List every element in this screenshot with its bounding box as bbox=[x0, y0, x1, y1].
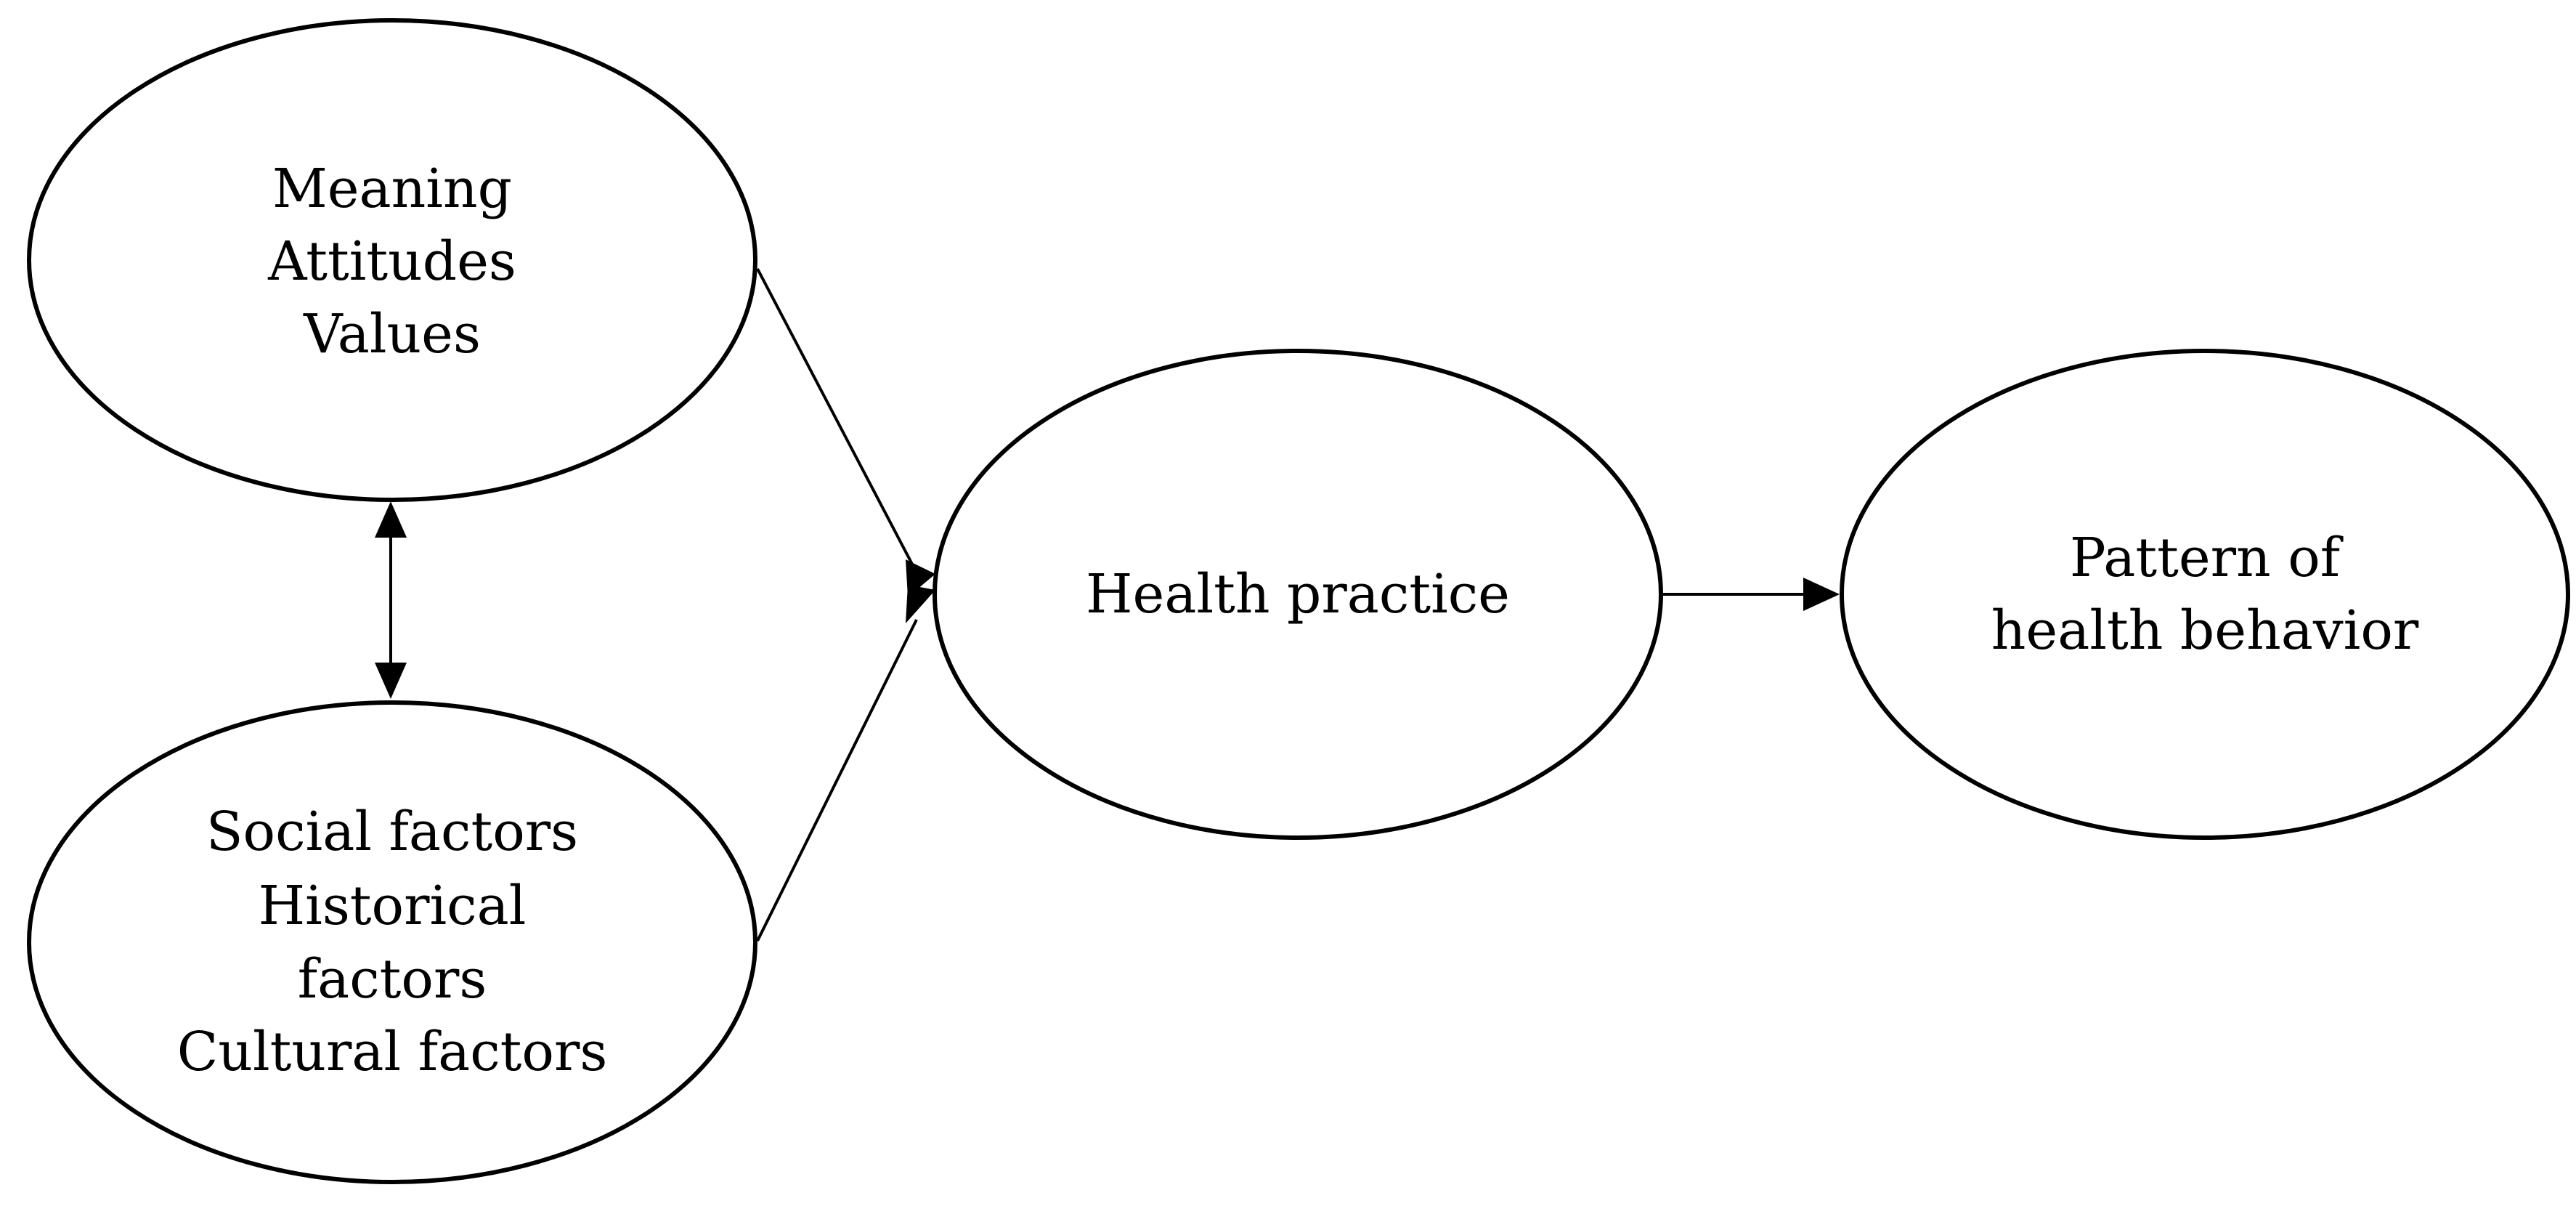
node-factors-line-1: Social factors bbox=[206, 801, 578, 863]
arrowhead-down-factors bbox=[375, 663, 407, 699]
edge-factors-practice bbox=[756, 619, 918, 942]
node-beliefs-line-2: Attitudes bbox=[267, 230, 516, 293]
node-pattern-line-2: health behavior bbox=[1991, 599, 2419, 662]
node-beliefs: Meaning Attitudes Values bbox=[27, 18, 757, 502]
node-factors-line-2: Historical bbox=[259, 875, 527, 937]
arrowhead-up-beliefs bbox=[375, 501, 407, 538]
node-practice: Health practice bbox=[933, 349, 1663, 840]
node-factors-line-3: factors bbox=[298, 948, 487, 1011]
node-practice-ellipse bbox=[933, 349, 1663, 840]
node-practice-line-1: Health practice bbox=[1086, 563, 1510, 626]
node-factors: Social factors Historical factors Cultur… bbox=[27, 700, 757, 1184]
edge-beliefs-practice bbox=[756, 268, 918, 573]
node-factors-line-4: Cultural factors bbox=[177, 1021, 608, 1083]
node-factors-ellipse bbox=[27, 700, 757, 1184]
node-pattern-line-1: Pattern of bbox=[2070, 527, 2344, 589]
connectors bbox=[375, 268, 1840, 942]
node-beliefs-line-1: Meaning bbox=[272, 158, 512, 220]
node-beliefs-line-3: Values bbox=[303, 303, 481, 365]
node-beliefs-ellipse bbox=[27, 18, 757, 502]
node-pattern-ellipse bbox=[1840, 349, 2570, 840]
arrowhead-factors-practice bbox=[906, 585, 935, 623]
arrowhead-practice-pattern bbox=[1803, 578, 1840, 611]
node-pattern: Pattern of health behavior bbox=[1840, 349, 2570, 840]
